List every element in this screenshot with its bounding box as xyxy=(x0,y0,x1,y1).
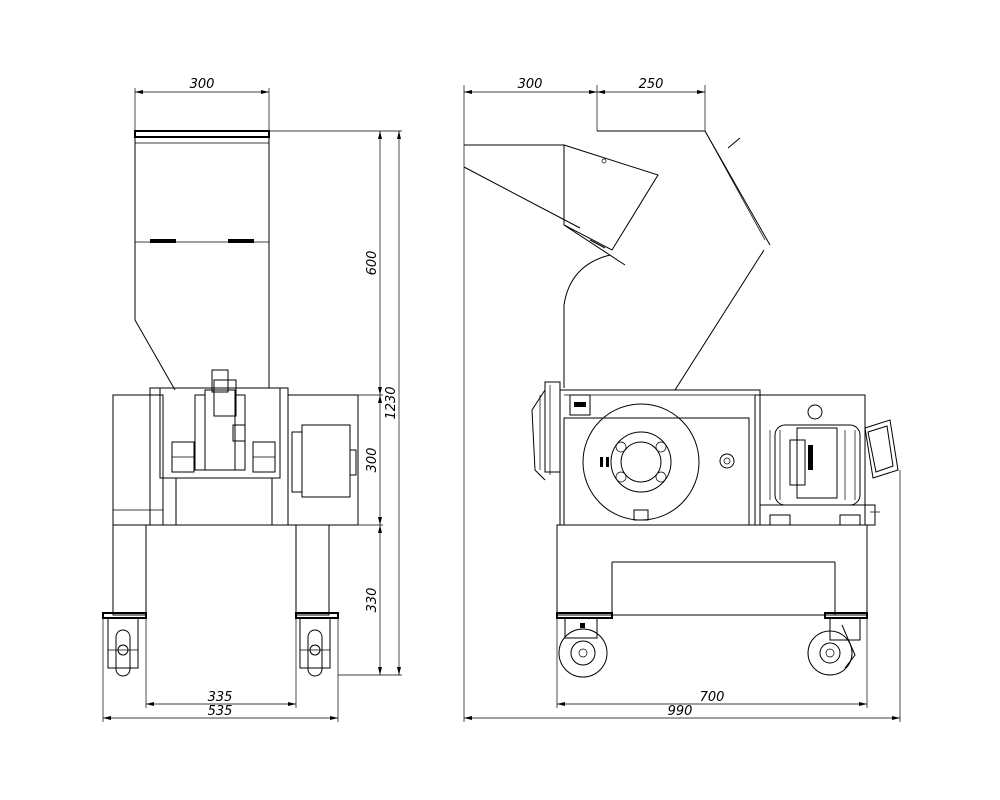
side-frame xyxy=(556,524,868,619)
front-legs xyxy=(102,524,339,619)
side-body xyxy=(531,381,761,526)
dim-body-height: 300 xyxy=(365,448,380,473)
front-dimensions: 300 600 300 330 1230 xyxy=(102,77,402,722)
dim-wheelbase: 700 xyxy=(700,690,725,705)
side-hopper xyxy=(463,130,771,391)
dim-hopper-left: 300 xyxy=(518,77,543,92)
front-view: 300 600 300 330 1230 xyxy=(102,77,402,722)
dim-hopper-right: 250 xyxy=(639,77,664,92)
front-wheel-left xyxy=(107,617,139,677)
dim-front-top-width: 300 xyxy=(190,77,215,92)
front-body xyxy=(112,369,359,526)
side-view: 300 250 700 990 xyxy=(463,77,901,722)
dim-hopper-height: 600 xyxy=(365,251,380,276)
dim-total-length: 990 xyxy=(668,704,693,719)
dim-inner-wheel-span: 335 xyxy=(208,690,233,705)
dim-outer-width: 535 xyxy=(208,704,233,719)
front-hopper xyxy=(134,130,270,391)
side-dimensions: 300 250 700 990 xyxy=(463,77,901,722)
side-motor xyxy=(754,394,899,526)
front-wheel-right xyxy=(299,617,331,677)
side-wheel-left xyxy=(558,617,608,678)
dim-leg-height: 330 xyxy=(365,588,380,613)
dim-total-height: 1230 xyxy=(384,386,399,419)
side-wheel-right xyxy=(807,617,861,676)
